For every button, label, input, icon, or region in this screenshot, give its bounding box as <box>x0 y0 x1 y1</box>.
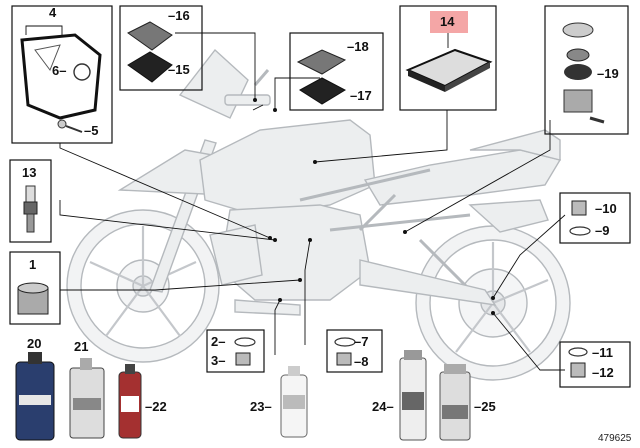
box-14 <box>399 5 497 111</box>
drain-plug-icon-2 <box>336 352 352 366</box>
gasket-icon <box>20 33 102 120</box>
air-filter-icon <box>405 48 493 92</box>
callout-6: 6– <box>52 63 67 78</box>
box-11-12 <box>559 341 631 388</box>
leader-dots <box>253 98 495 315</box>
spray-can-icon <box>399 350 471 441</box>
callout-10: –10 <box>595 201 617 216</box>
plug-screw-icon <box>57 119 83 133</box>
box-9-10 <box>559 192 631 244</box>
diagram-id: 479625 <box>598 433 632 444</box>
box-1 <box>9 251 61 325</box>
box-4-5-6 <box>11 5 113 144</box>
highlight-14 <box>430 11 468 33</box>
brake-reservoir-icon <box>562 22 605 124</box>
cover-icon <box>127 21 173 83</box>
box-2-3 <box>206 329 265 373</box>
callout-15: –15 <box>168 62 190 77</box>
callout-16: –16 <box>168 8 190 23</box>
callout-19: –19 <box>597 66 619 81</box>
box-17-18 <box>289 32 384 111</box>
callout-20: 20 <box>27 336 42 351</box>
callout-9: –9 <box>595 223 610 238</box>
callout-8: –8 <box>354 354 369 369</box>
callout-24: 24– <box>372 399 394 414</box>
callout-5: –5 <box>84 123 99 138</box>
drain-plug-icon <box>235 352 251 366</box>
callout-25: –25 <box>474 399 496 414</box>
spark-plug-icon <box>23 185 38 233</box>
callout-22: –22 <box>145 399 167 414</box>
oring-icon <box>73 63 91 81</box>
callout-3: 3– <box>211 353 226 368</box>
box-19 <box>544 5 629 135</box>
callout-7: –7 <box>354 334 369 349</box>
callout-1: 1 <box>29 257 37 272</box>
callout-11: –11 <box>592 345 613 360</box>
callout-18: –18 <box>347 39 369 54</box>
callout-4: 4 <box>49 5 57 20</box>
callout-13: 13 <box>22 165 37 180</box>
callout-2: 2– <box>211 334 226 349</box>
box-13 <box>9 159 52 243</box>
cover-icon-rear <box>296 49 347 105</box>
oil-bottle-icon <box>15 352 308 441</box>
oil-filter-icon <box>17 282 49 315</box>
callout-14: 14 <box>440 14 455 29</box>
box-15-16 <box>119 5 203 91</box>
callout-17: –17 <box>350 88 372 103</box>
box-7-8 <box>326 329 383 373</box>
motorcycle-illustration <box>66 48 571 381</box>
callout-23: 23– <box>250 399 272 414</box>
callout-12: –12 <box>592 365 614 380</box>
leader-lines <box>59 32 566 371</box>
callout-21: 21 <box>74 339 89 354</box>
